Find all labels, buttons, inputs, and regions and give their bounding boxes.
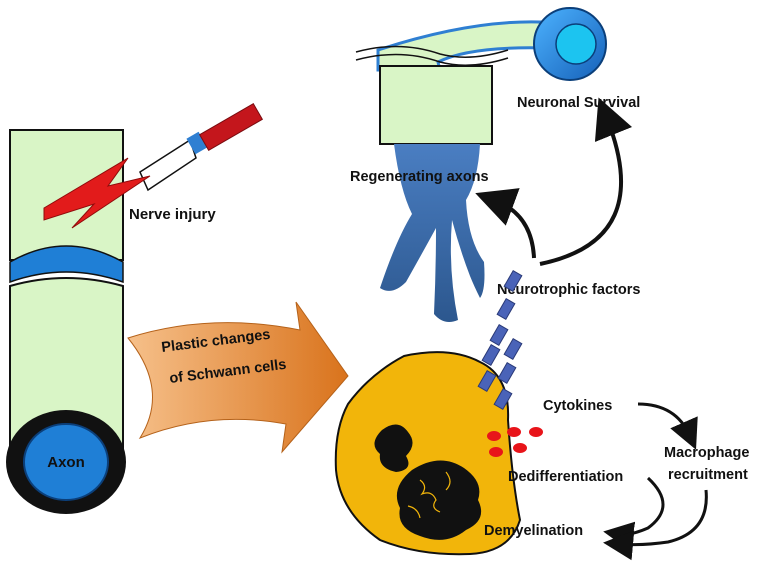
injured-nerve: Axon [6,129,126,514]
neurotrophic-molecules [477,270,523,410]
neuron-nucleus [555,23,597,65]
chromatin-texture [407,471,451,519]
axon-core [23,423,109,501]
chromatin-small [374,424,413,472]
macrophage-label-1: Macrophage [664,445,749,461]
nerve-injury-gap [9,245,124,284]
neuronal-survival-label: Neuronal Survival [517,95,640,111]
axon-label: Axon [47,454,85,471]
arrow-to-regenerating-axons [475,188,536,259]
cut-line-1 [355,45,509,58]
plastic-changes-arrow [127,301,349,454]
arrow-dedifferentiation-to-demyelination [603,476,665,552]
arrow-macrophage-to-demyelination [603,489,708,561]
arrow-to-neuronal-survival [539,97,633,266]
cytokine-dots [487,427,543,457]
cytokines-label: Cytokines [543,398,612,414]
neurotrophic-factors-label: Neurotrophic factors [497,282,640,298]
regenerating-axons-label: Regenerating axons [350,169,489,185]
scalpel-icon [139,103,264,192]
regenerating-axons-shape [380,144,485,322]
nerve-stump-box [379,65,493,145]
neuron-cell-body [376,7,607,81]
dedifferentiation-label: Dedifferentiation [508,469,623,485]
demyelination-label: Demyelination [484,523,583,539]
chromatin-large [396,460,482,540]
macrophage-label-2: recruitment [668,467,748,483]
cut-line-2 [355,53,509,66]
nerve-lower-segment [9,277,124,461]
arrow-cytokines-to-macrophage [637,402,698,450]
injury-lightning-icon [43,157,151,229]
nerve-injury-label: Nerve injury [129,206,216,223]
